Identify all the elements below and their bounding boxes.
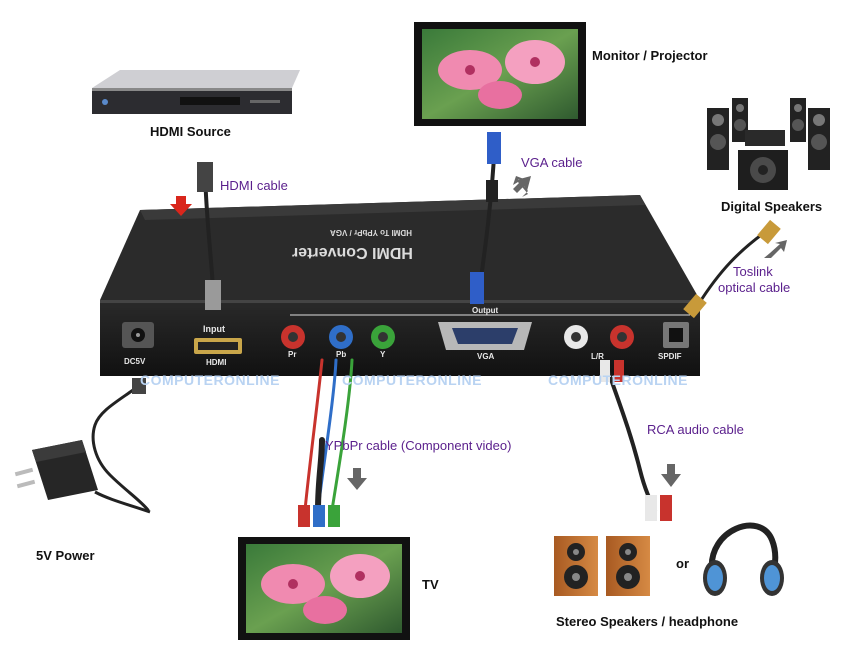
digital-speakers [707,98,830,190]
port-label-vga: VGA [477,352,495,361]
watermark-2: COMPUTERONLINE [342,372,482,388]
port-label-hdmi: HDMI [206,358,227,367]
red-arrow-icon [170,196,192,216]
port-label-pb: Pb [336,350,347,359]
ypbpr-arrow-icon [347,468,367,490]
port-label-lr: L/R [591,352,604,361]
arrows [170,176,787,490]
label-or: or [676,556,689,571]
label-power: 5V Power [36,548,95,563]
cables [91,132,781,527]
hdmi-source-device [92,70,300,114]
headphones [703,522,784,596]
ports [122,314,690,354]
port-label-spdif: SPDIF [658,352,682,361]
monitor-projector [414,22,586,126]
port-label-y: Y [380,350,386,359]
power-adapter [14,440,151,514]
port-label-pr: Pr [288,350,297,359]
port-label-input: Input [203,324,225,334]
stereo-speakers [554,536,650,596]
label-monitor: Monitor / Projector [592,48,708,63]
label-toslink: Toslink [733,264,773,279]
label-optical-cable: optical cable [718,280,791,295]
label-rca-cable: RCA audio cable [647,422,744,437]
device-subtitle: HDMI To YPbPr / VGA [330,228,412,237]
port-label-output: Output [472,306,499,315]
device-title: HDMI Converter [292,244,413,261]
label-stereo: Stereo Speakers / headphone [556,614,739,629]
vga-arrow-icon [513,176,528,197]
label-vga-cable: VGA cable [521,155,583,170]
label-ypbpr-cable: YPbPr cable (Component video) [325,438,512,453]
watermark-1: COMPUTERONLINE [140,372,280,388]
label-tv: TV [422,577,439,592]
tv-screen [238,537,410,640]
label-hdmi-cable: HDMI cable [220,178,288,193]
label-hdmi-source: HDMI Source [150,124,231,139]
converter-box [100,195,700,376]
watermark-3: COMPUTERONLINE [548,372,688,388]
port-label-dc5v: DC5V [124,357,146,366]
label-digital-speakers: Digital Speakers [721,199,823,214]
rca-arrow-icon [661,464,681,487]
